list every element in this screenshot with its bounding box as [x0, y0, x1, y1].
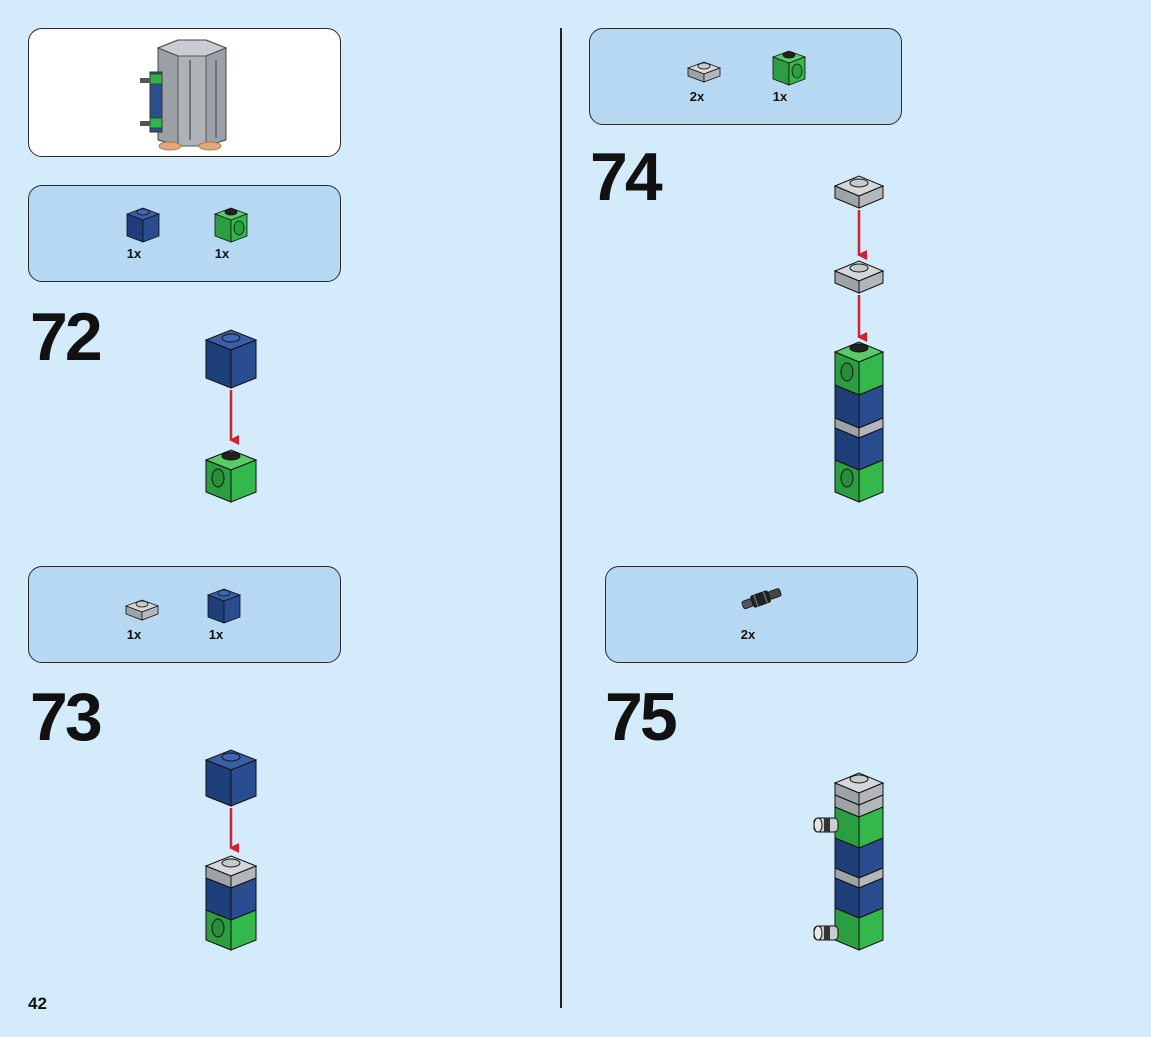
step-72-parts-panel	[28, 185, 341, 282]
dark-blue-brick-icon	[206, 588, 242, 624]
part-quantity: 1x	[126, 627, 142, 642]
step-75-column	[833, 772, 885, 951]
part-quantity: 1x	[772, 89, 788, 104]
step-73-column	[204, 855, 258, 951]
part-quantity: 2x	[689, 89, 705, 104]
column-divider	[560, 28, 562, 1008]
step-number: 74	[590, 139, 663, 215]
step-73-dark-blue-brick	[204, 749, 258, 807]
step-number: 72	[30, 299, 103, 375]
step-74-gray-plate-middle	[833, 260, 885, 294]
green-technic-brick-icon	[771, 50, 807, 86]
technic-pin-connector-icon	[741, 588, 782, 610]
step-74-column	[833, 341, 885, 503]
page-number: 42	[28, 994, 47, 1013]
dark-blue-brick-icon	[125, 207, 161, 243]
step-74-parts-panel	[589, 28, 902, 125]
step-number: 75	[605, 679, 678, 755]
step-number: 73	[30, 679, 103, 755]
step-74-gray-plate-top	[833, 175, 885, 209]
part-quantity: 2x	[740, 627, 756, 642]
green-technic-brick-icon	[213, 207, 249, 243]
light-gray-plate-icon	[124, 599, 160, 621]
part-quantity: 1x	[214, 246, 230, 261]
part-quantity: 1x	[208, 627, 224, 642]
step-75-pin-connector-top	[813, 817, 839, 833]
step-75-parts-panel	[605, 566, 918, 663]
part-quantity: 1x	[126, 246, 142, 261]
step-72-green-technic-brick	[204, 449, 258, 503]
light-gray-plate-icon	[686, 61, 722, 83]
step-73-parts-panel	[28, 566, 341, 663]
step-72-dark-blue-brick	[204, 329, 258, 389]
step-75-pin-connector-bottom	[813, 925, 839, 941]
